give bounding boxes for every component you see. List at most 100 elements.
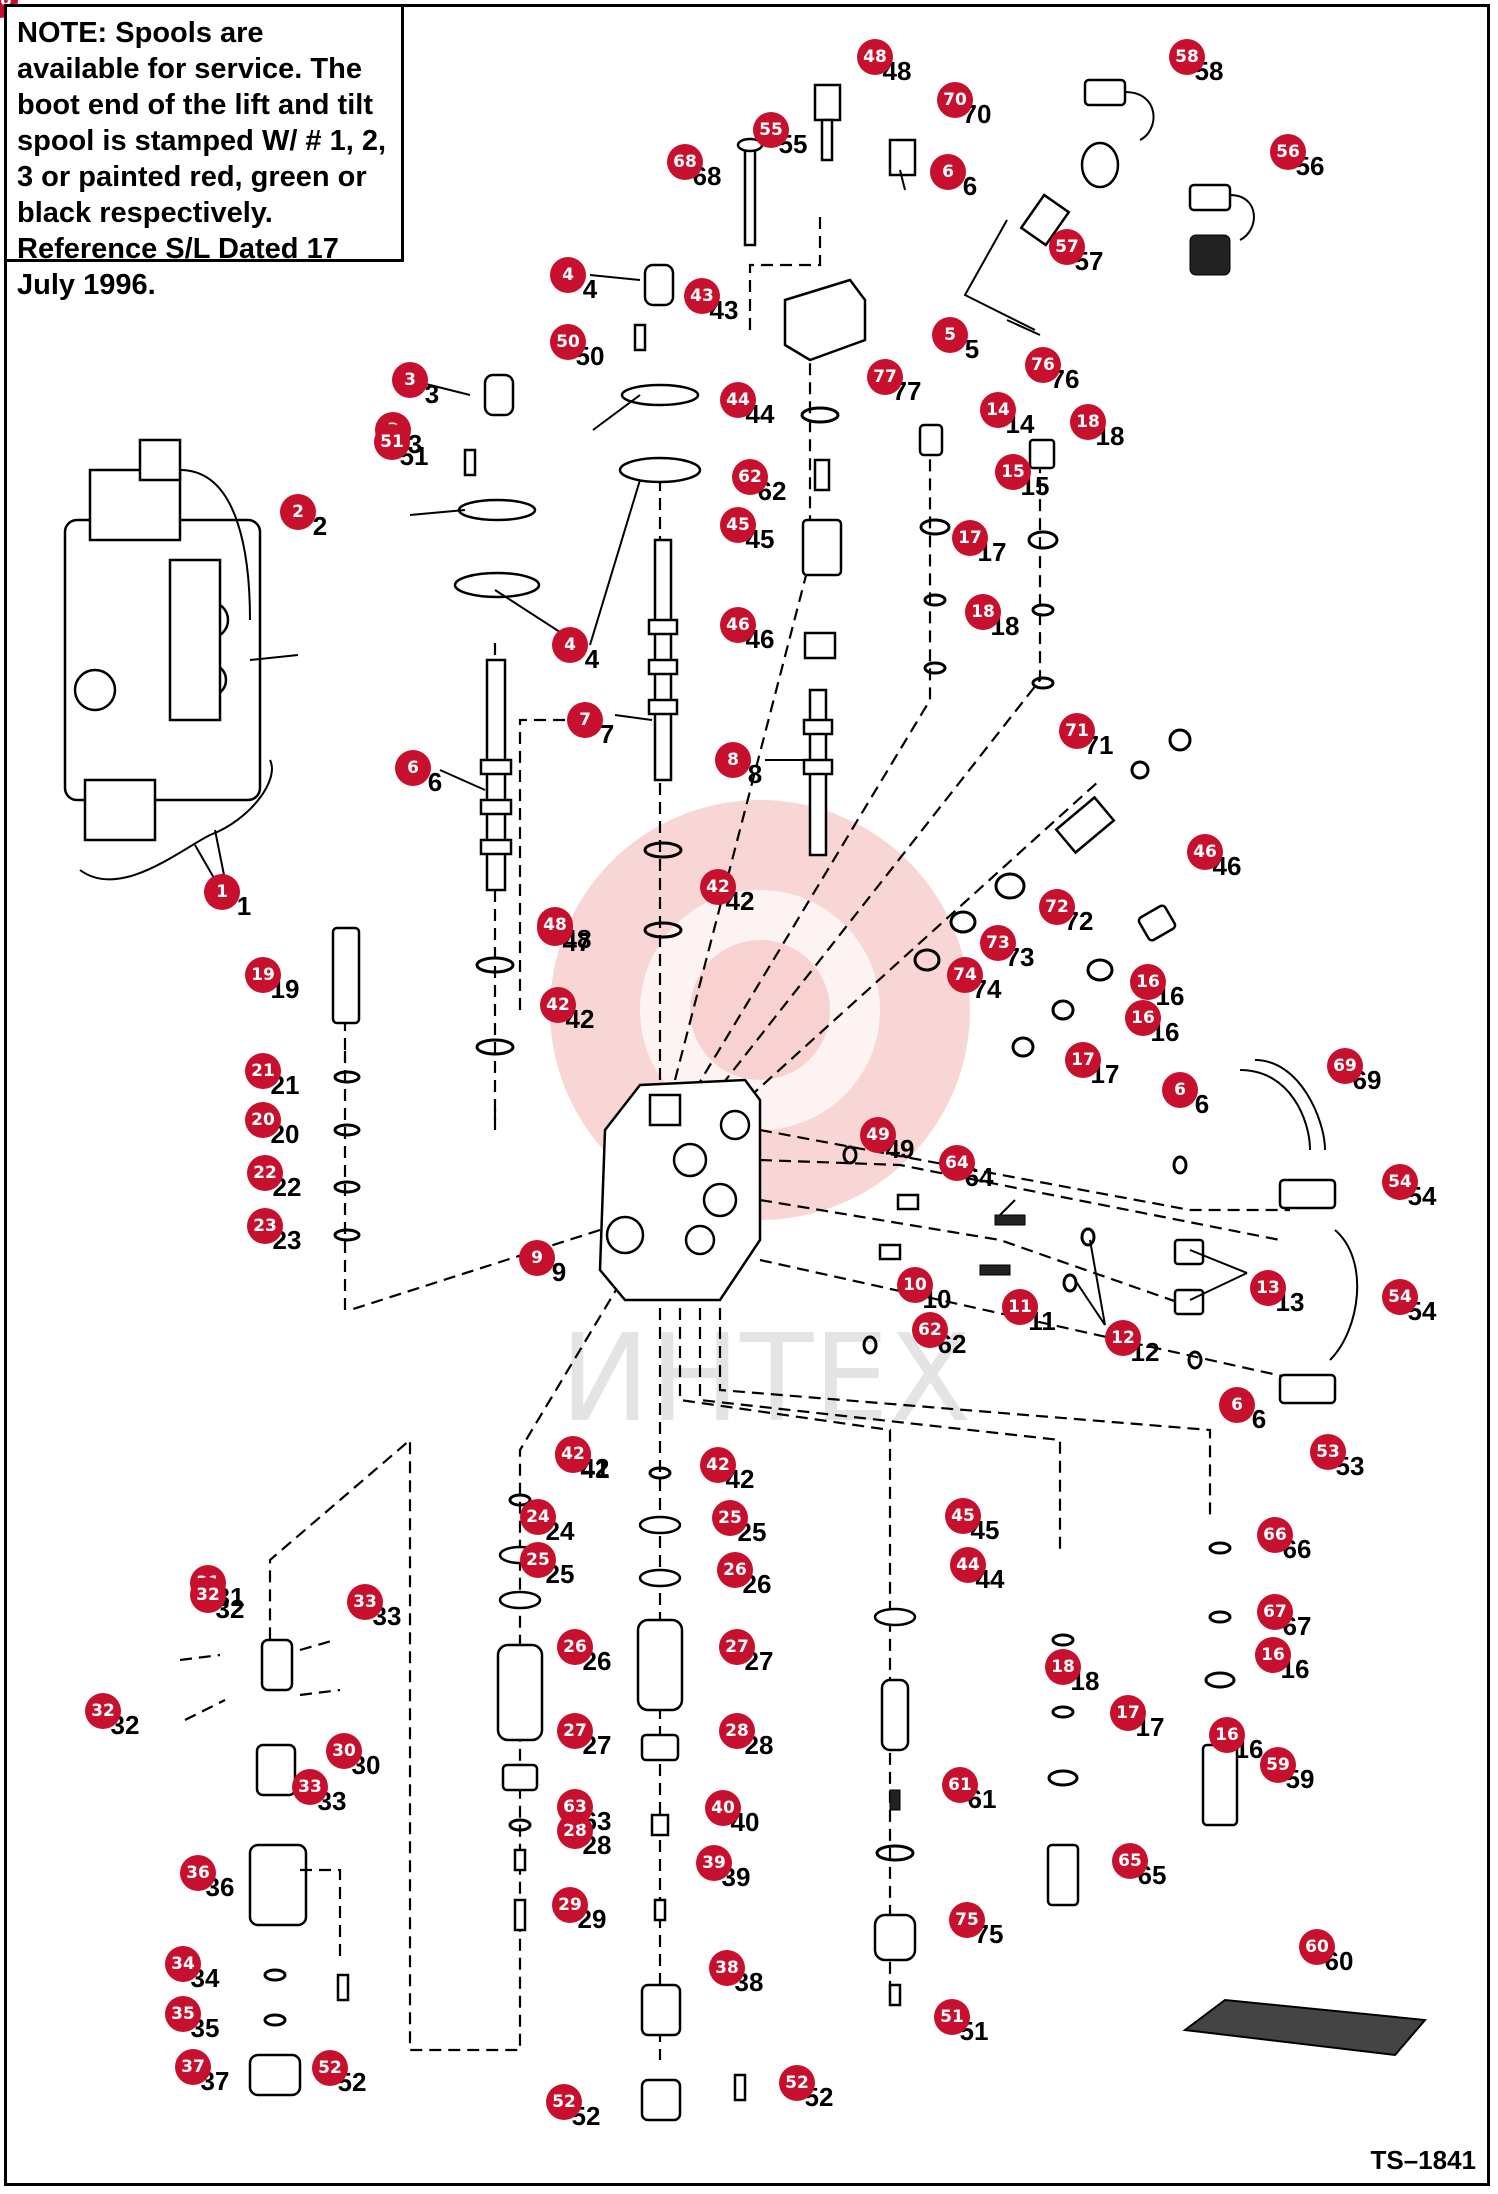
callout-16: 16 bbox=[1130, 964, 1166, 1000]
callout-number: 40 bbox=[711, 1798, 735, 1818]
callout-56: 56 bbox=[1270, 134, 1306, 170]
callout-number: 16 bbox=[1215, 1725, 1239, 1745]
callout-71: 71 bbox=[1059, 713, 1095, 749]
callout-27: 27 bbox=[557, 1713, 593, 1749]
callout-48: 48 bbox=[857, 39, 893, 75]
callout-74: 74 bbox=[947, 957, 983, 993]
callout-54: 54 bbox=[1382, 1279, 1418, 1315]
callout-number: 44 bbox=[956, 1555, 980, 1575]
callout-16: 16 bbox=[1209, 1717, 1245, 1753]
callout-circle bbox=[190, 1577, 226, 1613]
callout-number: 49 bbox=[866, 1125, 890, 1145]
callout-number: 29 bbox=[558, 1895, 582, 1915]
callout-circle bbox=[696, 1845, 732, 1881]
callout-46: 46 bbox=[720, 607, 756, 643]
callout-75: 75 bbox=[949, 1902, 985, 1938]
callout-circle bbox=[204, 874, 240, 910]
callout-number: 56 bbox=[1276, 142, 1300, 162]
callout-number: 39 bbox=[702, 1853, 726, 1873]
callout-circle bbox=[395, 750, 431, 786]
callout-circle bbox=[947, 957, 983, 993]
callout-33: 33 bbox=[292, 1769, 328, 1805]
callout-circle bbox=[550, 257, 586, 293]
callout-67: 67 bbox=[1257, 1594, 1293, 1630]
callout-circle bbox=[1169, 39, 1205, 75]
callout-26: 26 bbox=[717, 1552, 753, 1588]
callout-73: 73 bbox=[980, 925, 1016, 961]
callout-circle bbox=[712, 1500, 748, 1536]
callout-circle bbox=[247, 1208, 283, 1244]
callout-21: 21 bbox=[245, 1053, 281, 1089]
callout-circle bbox=[326, 1733, 362, 1769]
callout-number: 35 bbox=[171, 2004, 195, 2024]
callout-number: 26 bbox=[723, 1560, 747, 1580]
callout-number: 60 bbox=[1305, 1937, 1329, 1957]
callout-33: 33 bbox=[347, 1584, 383, 1620]
watermark-text: ИНТЕХ bbox=[560, 1310, 971, 1449]
callout-8: 8 bbox=[715, 742, 751, 778]
callout-number: 46 bbox=[1193, 842, 1217, 862]
callout-number: 42 bbox=[561, 1444, 585, 1464]
callout-number: 16 bbox=[1131, 1008, 1155, 1028]
callout-18: 18 bbox=[965, 594, 1001, 630]
callout-circle bbox=[392, 362, 428, 398]
callout-circle bbox=[709, 1950, 745, 1986]
callout-number: 74 bbox=[953, 965, 977, 985]
callout-6: 6 bbox=[1162, 1072, 1198, 1108]
callout-circle bbox=[857, 39, 893, 75]
callout-number: 51 bbox=[940, 2007, 964, 2027]
callout-58: 58 bbox=[1169, 39, 1205, 75]
callout-circle bbox=[180, 1855, 216, 1891]
callout-65: 65 bbox=[1112, 1843, 1148, 1879]
callout-32: 32 bbox=[190, 1577, 226, 1613]
callout-49: 49 bbox=[860, 1117, 896, 1153]
callout-circle bbox=[85, 1693, 121, 1729]
callout-circle bbox=[912, 1312, 948, 1348]
callout-40: 40 bbox=[705, 1790, 741, 1826]
part-number-label: 4 bbox=[585, 644, 600, 674]
bottom-left-parts bbox=[179, 1638, 747, 2102]
callout-circle bbox=[520, 1499, 556, 1535]
callout-number: 69 bbox=[1333, 1056, 1357, 1076]
callout-number: 76 bbox=[1031, 355, 1055, 375]
part-number-label: 6 bbox=[1195, 1089, 1209, 1119]
callout-61: 61 bbox=[942, 1767, 978, 1803]
callout-number: 15 bbox=[1001, 462, 1025, 482]
callout-43: 43 bbox=[684, 278, 720, 314]
part-number-label: 4 bbox=[583, 274, 598, 304]
callout-28: 28 bbox=[719, 1713, 755, 1749]
callout-number: 27 bbox=[725, 1637, 749, 1657]
callout-number: 34 bbox=[171, 1954, 195, 1974]
callout-27: 27 bbox=[719, 1629, 755, 1665]
callout-37: 37 bbox=[175, 2049, 211, 2085]
callout-number: 4 bbox=[564, 635, 576, 655]
callout-53: 53 bbox=[1310, 1434, 1346, 1470]
callout-5: 5 bbox=[932, 317, 968, 353]
valve-assembly-thumbnail bbox=[63, 438, 273, 881]
callout-number: 13 bbox=[1256, 1278, 1280, 1298]
callout-circle bbox=[1002, 1289, 1038, 1325]
callout-circle bbox=[1257, 1594, 1293, 1630]
callout-number: 17 bbox=[1071, 1050, 1095, 1070]
spool-9 bbox=[802, 688, 834, 857]
callout-52: 52 bbox=[546, 2084, 582, 2120]
right-side-parts bbox=[913, 423, 1192, 1058]
callout-32: 32 bbox=[85, 1693, 121, 1729]
callout-77: 77 bbox=[867, 359, 903, 395]
callout-circle bbox=[719, 1713, 755, 1749]
sensor-block bbox=[736, 78, 1255, 362]
callout-number: 45 bbox=[951, 1506, 975, 1526]
callout-circle bbox=[1219, 1387, 1255, 1423]
callout-circle bbox=[552, 627, 588, 663]
callout-number: 77 bbox=[873, 367, 897, 387]
callout-circle bbox=[247, 1155, 283, 1191]
callout-number: 30 bbox=[332, 1741, 356, 1761]
callout-circle bbox=[557, 1789, 593, 1825]
callout-circle bbox=[1327, 1048, 1363, 1084]
callout-number: 33 bbox=[353, 1592, 377, 1612]
callout-6: 6 bbox=[395, 750, 431, 786]
callout-26: 26 bbox=[557, 1629, 593, 1665]
callout-number: 4 bbox=[562, 265, 574, 285]
callout-number: 18 bbox=[1051, 1657, 1075, 1677]
callout-4: 4 bbox=[550, 257, 586, 293]
